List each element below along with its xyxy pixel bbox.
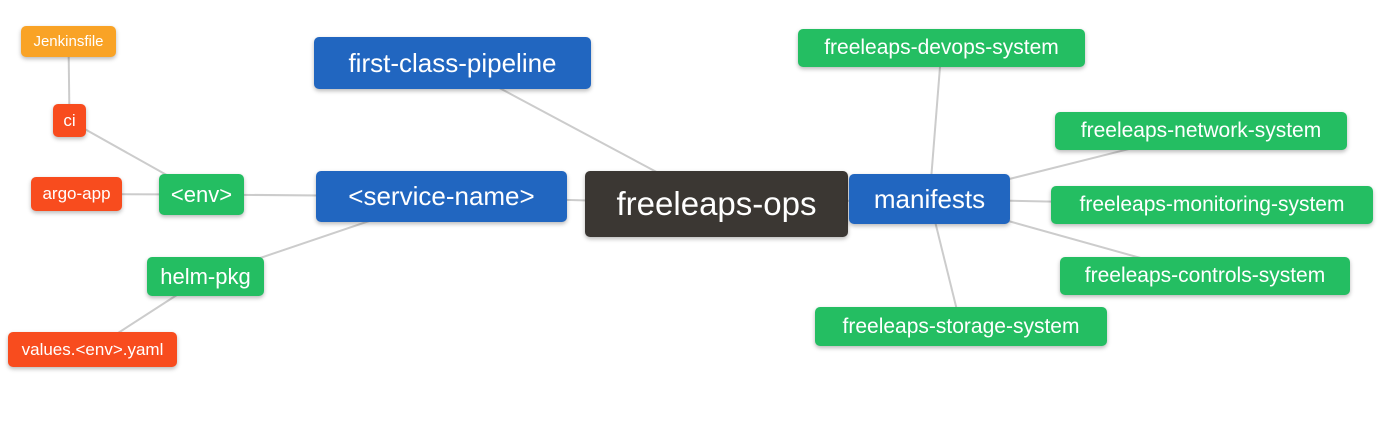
node-argo-app[interactable]: argo-app <box>31 177 122 211</box>
node-first-class-pipeline[interactable]: first-class-pipeline <box>314 37 591 89</box>
node-manifests[interactable]: manifests <box>849 174 1010 224</box>
node-service-name[interactable]: <service-name> <box>316 171 567 222</box>
node-helm-pkg[interactable]: helm-pkg <box>147 257 264 296</box>
node-env[interactable]: <env> <box>159 174 244 215</box>
node-freeleaps-controls-system[interactable]: freeleaps-controls-system <box>1060 257 1350 295</box>
edge-manifests-devops_system <box>928 47 943 200</box>
node-freeleaps-ops[interactable]: freeleaps-ops <box>585 171 848 237</box>
node-freeleaps-devops-system[interactable]: freeleaps-devops-system <box>798 29 1085 67</box>
node-values-env-yaml[interactable]: values.<env>.yaml <box>8 332 177 367</box>
node-jenkinsfile[interactable]: Jenkinsfile <box>21 26 116 57</box>
node-ci[interactable]: ci <box>53 104 86 137</box>
node-freeleaps-storage-system[interactable]: freeleaps-storage-system <box>815 307 1107 346</box>
node-freeleaps-network-system[interactable]: freeleaps-network-system <box>1055 112 1347 150</box>
node-freeleaps-monitoring-system[interactable]: freeleaps-monitoring-system <box>1051 186 1373 224</box>
